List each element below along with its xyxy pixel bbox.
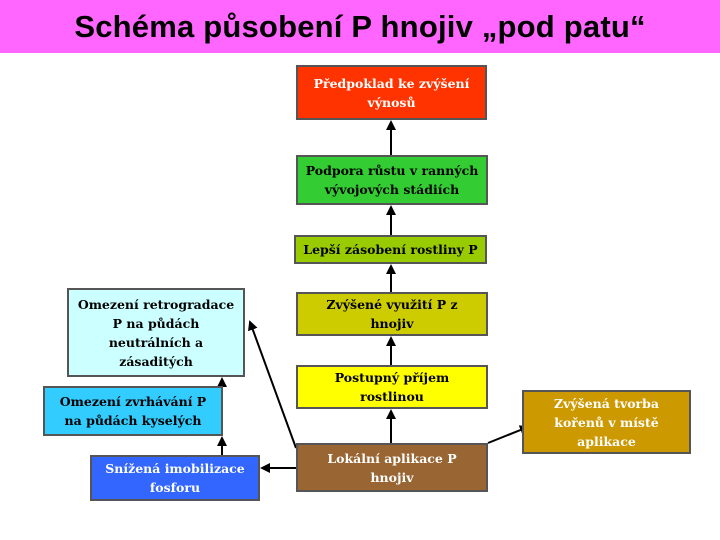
title-bar: Schéma působení P hnojiv „pod patu“ (0, 0, 720, 53)
box-yield-increase: Předpoklad ke zvýšení výnosů (296, 65, 487, 120)
box-increased-p-use: Zvýšené využití P z hnojiv (296, 292, 488, 336)
box-better-p-supply: Lepší zásobení rostliny P (294, 235, 487, 264)
box-acid-soils: Omezení zvrhávání P na půdách kyselých (43, 386, 223, 436)
box-early-growth: Podpora růstu v ranných vývojových stádi… (296, 155, 488, 205)
box-local-application: Lokální aplikace P hnojiv (296, 443, 488, 492)
box-neutral-alkaline-soils: Omezení retrogradace P na půdách neutrál… (67, 288, 245, 377)
box-gradual-uptake: Postupný příjem rostlinou (296, 365, 488, 409)
arrow-b6-to-b7 (487, 425, 530, 444)
box-reduced-immobilization: Snížená imobilizace fosforu (90, 455, 260, 501)
box-root-growth: Zvýšená tvorba kořenů v místě aplikace (522, 390, 691, 454)
arrow-b6-to-b10 (248, 320, 297, 449)
page-title: Schéma působení P hnojiv „pod patu“ (74, 8, 646, 44)
